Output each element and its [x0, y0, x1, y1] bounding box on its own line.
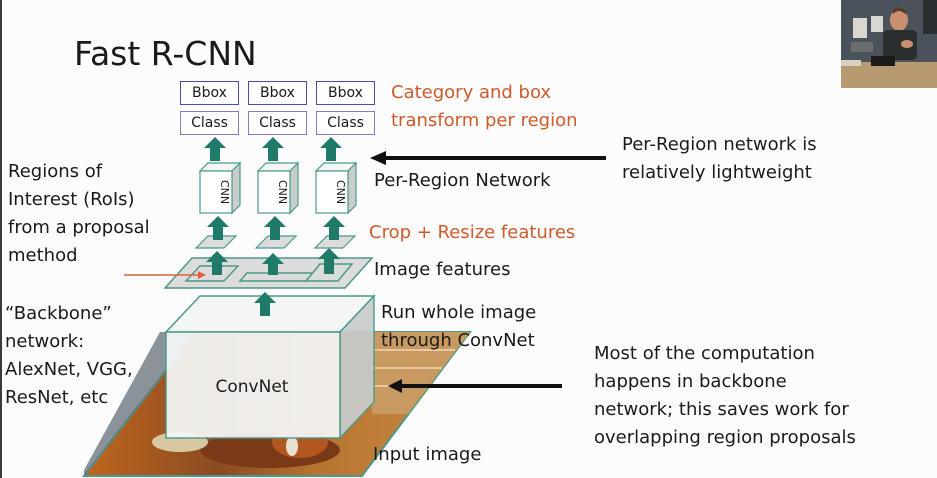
convnet-front — [165, 331, 341, 439]
cnn-label: CNN — [218, 180, 231, 204]
arrow-up-icon — [206, 248, 340, 275]
cnn-block-2 — [256, 161, 300, 215]
bbox-output-1: Bbox — [180, 81, 239, 105]
class-output-1: Class — [180, 111, 239, 135]
class-output-3: Class — [316, 111, 375, 135]
cnn-label: CNN — [276, 180, 289, 204]
cropped-feature-3 — [313, 235, 357, 249]
cnn-label: CNN — [334, 180, 347, 204]
most-computation-note: Most of the computation happens in backb… — [594, 343, 856, 448]
arrow-up-icon — [204, 137, 342, 161]
convnet-label: ConvNet — [216, 377, 289, 397]
cropped-feature-1 — [194, 235, 238, 249]
horse-blaze — [286, 436, 298, 456]
run-whole-image-label: Run whole image through ConvNet — [381, 302, 537, 351]
arrow-up-icon — [207, 216, 345, 240]
presenter-video-thumbnail — [841, 0, 937, 88]
roi-pointer-head — [198, 271, 206, 279]
cnn-block-1 — [198, 161, 242, 215]
image-features-label: Image features — [374, 259, 511, 280]
input-image-label: Input image — [373, 444, 482, 465]
category-box-annotation: Category and box transform per region — [391, 82, 578, 131]
backbone-annotation: “Backbone” network: AlexNet, VGG, ResNet… — [5, 303, 133, 408]
arrow-up-icon — [254, 292, 276, 316]
crop-resize-annotation: Crop + Resize features — [369, 222, 576, 243]
rois-annotation: Regions of Interest (RoIs) from a propos… — [8, 161, 150, 266]
bbox-output-2: Bbox — [248, 81, 307, 105]
slide-title: Fast R-CNN — [74, 34, 257, 73]
per-region-network-label: Per-Region Network — [374, 170, 551, 191]
class-output-2: Class — [248, 111, 307, 135]
per-region-pointer-head — [370, 151, 386, 165]
window-border — [0, 0, 2, 478]
cropped-feature-2 — [254, 235, 298, 249]
cnn-block-3 — [314, 161, 358, 215]
per-region-lightweight-note: Per-Region network is relatively lightwe… — [622, 134, 817, 183]
input-image-right-wood — [372, 332, 470, 414]
bbox-output-3: Bbox — [316, 81, 375, 105]
backbone-pointer-head — [388, 379, 402, 393]
